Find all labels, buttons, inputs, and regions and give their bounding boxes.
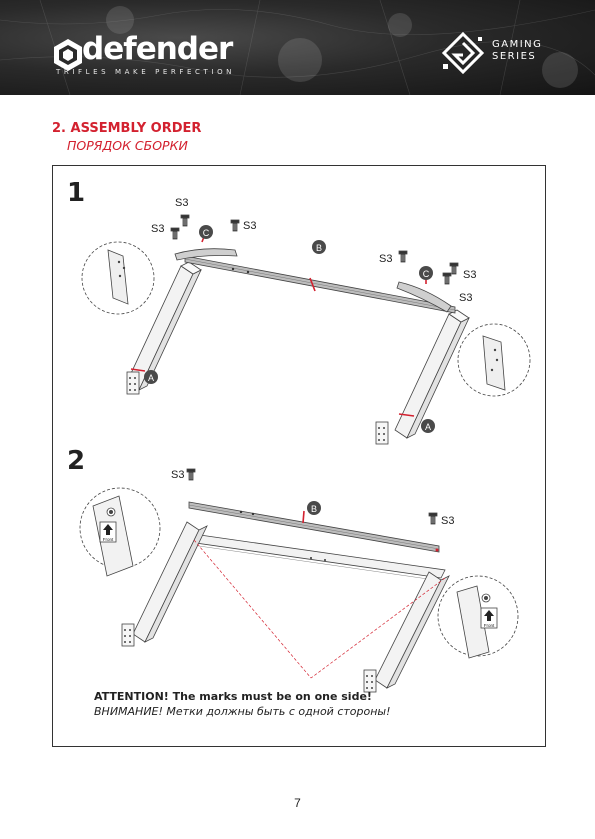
step1-bracket-c-left — [175, 249, 237, 260]
step2-detail-circle-left — [80, 488, 160, 576]
step2-badge-b: B — [311, 504, 317, 514]
header-banner: defender TRIFLES MAKE PERFECTION GAMING … — [0, 0, 595, 95]
step1-beam-b — [185, 256, 455, 313]
step1-detail-circle-left — [82, 242, 154, 314]
step2-part-markers — [303, 511, 304, 523]
step1-screw-2 — [171, 228, 179, 239]
step2-badges: B — [307, 501, 321, 515]
step1-label-s3-1: S3 — [175, 197, 188, 209]
step1-screw-6 — [443, 273, 451, 284]
step1-screw-3 — [231, 220, 239, 231]
front-sticker-label-right: Front — [484, 623, 495, 628]
step1-label-s3-6: S3 — [459, 292, 472, 304]
step2-screw-left — [187, 469, 195, 480]
step2-right-leg — [364, 572, 449, 692]
step1-badge-a-left: A — [148, 373, 154, 383]
assembly-diagram: S3 S3 S3 S3 S3 S3 C C B A A — [53, 166, 547, 748]
step1-screw-4 — [399, 251, 407, 262]
series-line2: SERIES — [492, 51, 542, 63]
step1-badge-b: B — [316, 243, 322, 253]
step1-screw-1 — [181, 215, 189, 226]
step1-diagram — [82, 215, 530, 444]
section-subtitle: ПОРЯДОК СБОРКИ — [67, 138, 188, 153]
step1-badge-c-right: C — [423, 269, 430, 279]
attention-en: ATTENTION! The marks must be on one side… — [94, 690, 372, 703]
step1-label-s3-3: S3 — [243, 220, 256, 232]
step2-label-s3-right: S3 — [441, 515, 454, 527]
step1-screw-5 — [450, 263, 458, 274]
gaming-series-text: GAMING SERIES — [492, 39, 542, 63]
step1-label-s3-2: S3 — [151, 223, 164, 235]
step2-diagram — [80, 469, 518, 692]
step2-screw-right — [429, 513, 437, 524]
step2-detail-circle-right — [438, 576, 518, 658]
step1-badge-c-left: C — [203, 228, 210, 238]
step1-badge-a-right: A — [425, 422, 431, 432]
assembly-illustration-frame: 1 2 — [52, 165, 546, 747]
series-line1: GAMING — [492, 39, 542, 51]
step1-label-s3-4: S3 — [379, 253, 392, 265]
brand-name: defender — [82, 34, 232, 65]
section-title: 2. ASSEMBLY ORDER — [52, 121, 201, 136]
step1-label-s3-5: S3 — [463, 269, 476, 281]
step2-label-s3-left: S3 — [171, 469, 184, 481]
brand-tagline: TRIFLES MAKE PERFECTION — [56, 68, 235, 76]
step1-detail-circle-right — [458, 324, 530, 396]
front-sticker-label-left: Front — [103, 537, 114, 542]
gaming-series-logo-icon — [441, 31, 485, 75]
page-number: 7 — [0, 796, 595, 810]
attention-ru: ВНИМАНИЕ! Метки должны быть с одной стор… — [94, 705, 391, 718]
